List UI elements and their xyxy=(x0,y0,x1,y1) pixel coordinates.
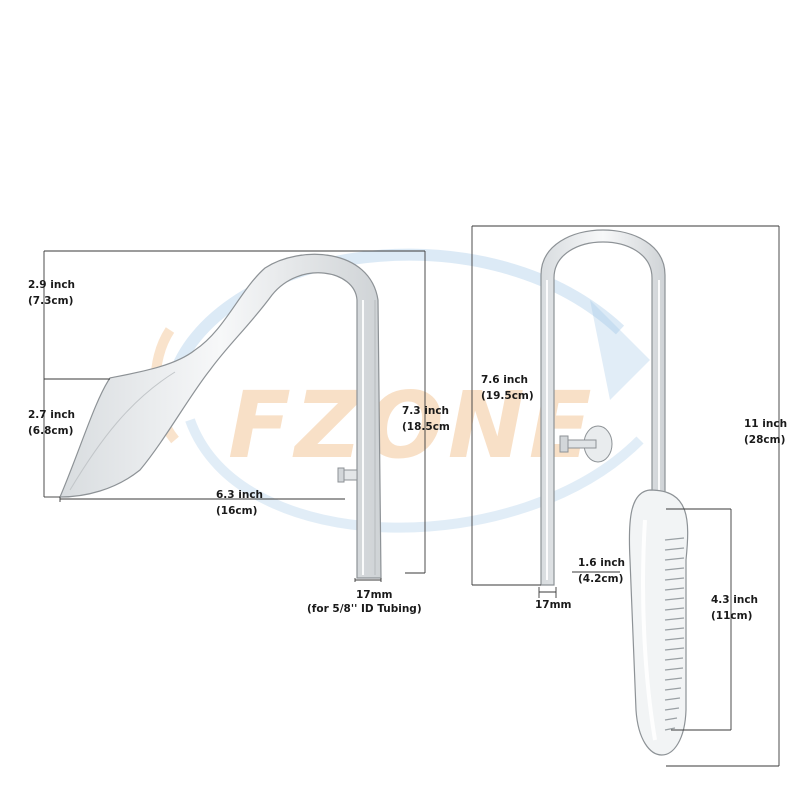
left-width-label: 6.3 inch (16cm) xyxy=(216,489,264,517)
right-intake-length-label: 4.3 inch (11cm) xyxy=(711,594,759,622)
right-leg-height-label: 7.6 inch (19.5cm) xyxy=(481,374,534,402)
right-diameter-label: 17mm xyxy=(535,599,572,611)
right-intake-width-label: 1.6 inch (4.2cm) xyxy=(578,557,626,585)
left-height-bottom-label: 2.7 inch (6.8cm) xyxy=(28,409,76,437)
left-height-top-label: 2.9 inch (7.3cm) xyxy=(28,279,76,307)
right-pipe xyxy=(540,229,689,756)
right-total-height-label: 11 inch (28cm) xyxy=(744,418,788,446)
watermark-text: FZONE xyxy=(228,372,596,479)
left-leg-height-label: 7.3 inch (18.5cm xyxy=(402,405,450,433)
left-dimension-lines xyxy=(43,250,426,582)
left-tubing-note: (for 5/8'' ID Tubing) xyxy=(307,603,422,615)
left-diameter-label: 17mm xyxy=(356,589,393,601)
right-dimension-lines xyxy=(471,225,780,767)
strainer-slots xyxy=(664,537,685,731)
left-pipe xyxy=(59,253,382,579)
